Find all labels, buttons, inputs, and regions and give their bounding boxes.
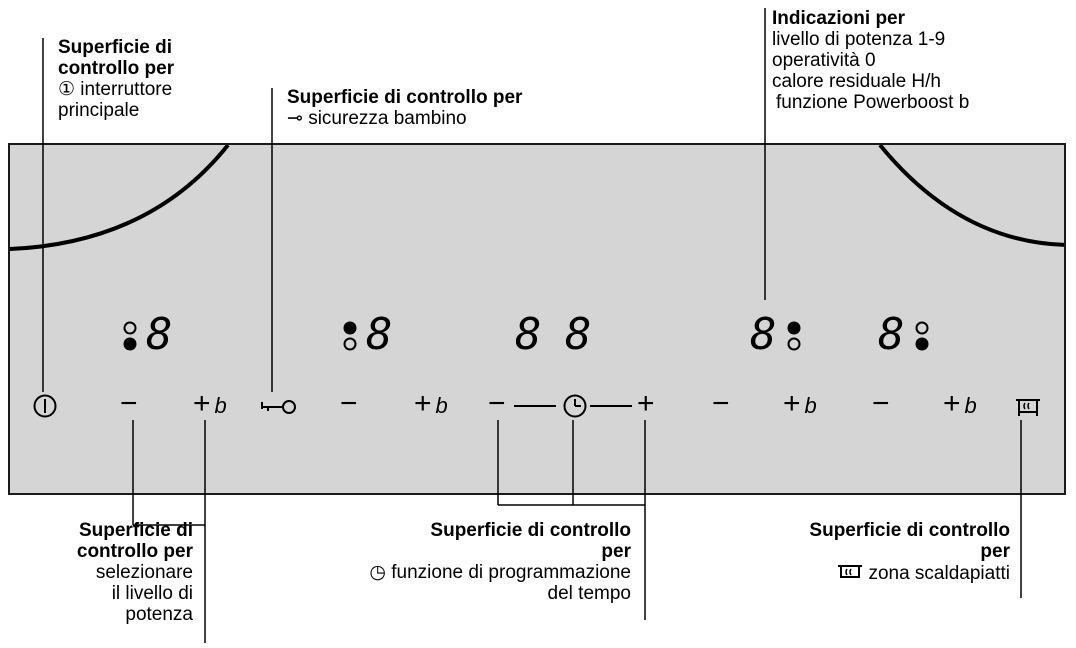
- label-main-switch-text1: ① interruttore: [58, 79, 173, 100]
- label-timer-text2: del tempo: [547, 583, 631, 604]
- minus-button-zone-1[interactable]: −: [120, 387, 138, 420]
- label-power-level-text2: il livello di: [111, 583, 193, 604]
- digit-display-3: 8: [750, 309, 777, 360]
- warming-label-icon: [838, 565, 863, 578]
- label-warming-title2: per: [980, 541, 1010, 562]
- timer-digit-1: 8: [515, 309, 542, 360]
- label-warming-text: zona scaldapiatti: [868, 563, 1010, 584]
- label-power-level-text1: selezionare: [95, 562, 193, 583]
- label-indications-line2: operatività 0: [772, 50, 876, 71]
- plus-button-zone-1[interactable]: +b: [193, 389, 227, 421]
- label-timer: Superficie di controllo per ◷ funzione d…: [250, 520, 631, 604]
- label-timer-text1: funzione di programmazione: [391, 562, 631, 583]
- indicator-dots-4: [915, 321, 929, 351]
- digit-display-1: 8: [146, 309, 173, 360]
- label-indications-title: Indicazioni per: [772, 8, 906, 29]
- label-child-lock: Superficie di controllo per ⊸ sicurezza …: [287, 87, 627, 129]
- indicator-dots-2: [343, 321, 357, 351]
- power-icon[interactable]: [32, 393, 58, 419]
- plus-button-zone-3[interactable]: +b: [783, 389, 817, 421]
- left-cooking-zone-arc: [10, 145, 230, 251]
- boost-glyph: b: [214, 393, 227, 418]
- digit-display-4: 8: [878, 309, 905, 360]
- minus-button-zone-2[interactable]: −: [340, 387, 358, 420]
- label-indications-line4: funzione Powerboost b: [776, 92, 970, 113]
- plus-glyph: +: [783, 387, 801, 420]
- indicator-dots-3: [787, 321, 801, 351]
- label-indications-line3: calore residuale H/h: [772, 71, 941, 92]
- label-timer-title2: per: [601, 541, 631, 562]
- plus-button-zone-2[interactable]: +b: [414, 389, 448, 421]
- boost-glyph: b: [804, 393, 817, 418]
- boost-glyph: b: [435, 393, 448, 418]
- label-child-lock-text: sicurezza bambino: [308, 108, 467, 129]
- label-warming-zone: Superficie di controllo per zona scaldap…: [700, 520, 1010, 584]
- label-power-level: Superficie di controllo per selezionare …: [8, 520, 193, 625]
- label-main-switch: Superficie di controllo per ① interrutto…: [58, 37, 228, 121]
- label-main-switch-title: Superficie di controllo per: [58, 37, 175, 79]
- minus-button-zone-3[interactable]: −: [712, 387, 730, 420]
- key-icon: ⊸: [287, 108, 303, 129]
- label-power-level-title: Superficie di controllo per: [76, 520, 193, 562]
- child-lock-key-icon[interactable]: [260, 397, 298, 417]
- control-panel: 8 8 8 8 8 8 − +b − +: [8, 143, 1066, 495]
- clock-icon[interactable]: [562, 393, 588, 419]
- indicator-dots-1: [123, 321, 137, 351]
- warming-zone-icon[interactable]: [1015, 395, 1041, 417]
- label-indications-line1: livello di potenza 1-9: [772, 29, 946, 50]
- plus-glyph: +: [943, 387, 961, 420]
- boost-glyph: b: [964, 393, 977, 418]
- label-main-switch-text2: principale: [58, 100, 140, 121]
- label-child-lock-title: Superficie di controllo per: [287, 87, 523, 108]
- minus-button-zone-4[interactable]: −: [872, 387, 890, 420]
- right-cooking-zone-arc: [878, 145, 1064, 247]
- plus-glyph: +: [414, 387, 432, 420]
- plus-glyph: +: [193, 387, 211, 420]
- label-indications: Indicazioni per livello di potenza 1-9 o…: [772, 8, 1062, 113]
- label-power-level-text3: potenza: [125, 604, 193, 625]
- timer-clock-icon: ◷: [369, 562, 386, 583]
- timer-connector-lines: [514, 405, 632, 407]
- digit-display-2: 8: [366, 309, 393, 360]
- timer-plus-button[interactable]: +: [637, 387, 655, 420]
- timer-digit-2: 8: [565, 309, 592, 360]
- label-warming-title1: Superficie di controllo: [809, 520, 1010, 541]
- label-timer-title1: Superficie di controllo: [430, 520, 631, 541]
- plus-button-zone-4[interactable]: +b: [943, 389, 977, 421]
- cooking-zone-arcs: [10, 145, 1064, 251]
- timer-minus-button[interactable]: −: [488, 387, 506, 420]
